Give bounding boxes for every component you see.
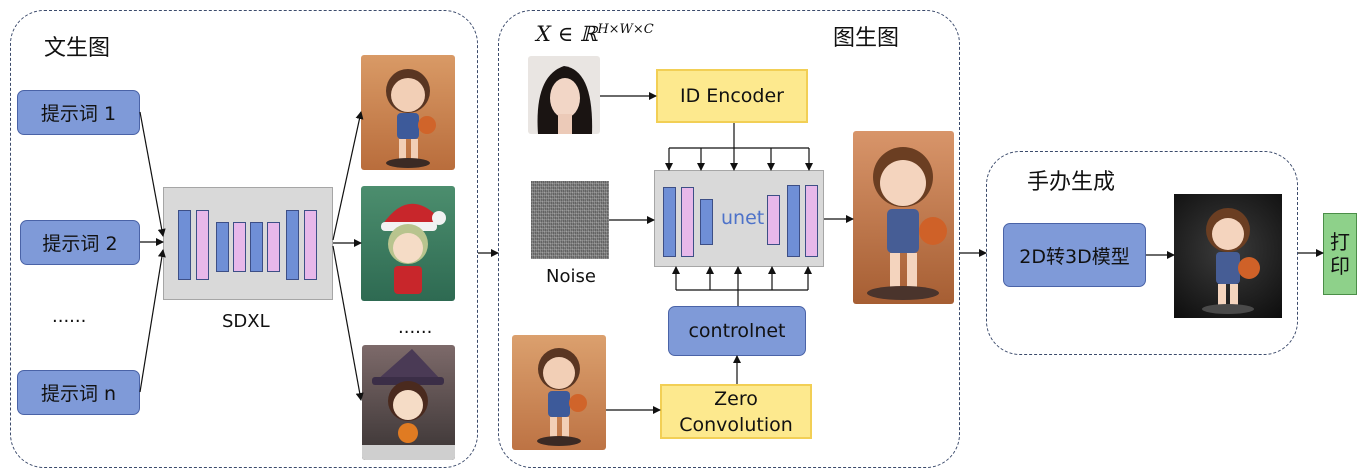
sdxl-network (163, 187, 333, 300)
pose-image (512, 335, 606, 450)
unet-layer (681, 187, 694, 257)
unet-network: unet (654, 170, 824, 267)
face-photo-icon (537, 66, 593, 134)
formula-sup: H×W×C (597, 22, 654, 37)
controlnet-box[interactable]: controlnet (668, 306, 806, 356)
generated-image-1 (361, 55, 455, 170)
id-photo (528, 56, 600, 134)
formula-lead: X ∈ ℝ (536, 22, 598, 46)
figure-3d-image (1174, 194, 1282, 318)
sdxl-layer (196, 210, 209, 280)
output-ellipsis: ...... (398, 317, 433, 338)
figure-gen-title: 手办生成 (1027, 170, 1116, 195)
unet-layer (663, 187, 676, 257)
sdxl-layer (267, 222, 280, 272)
unet-layer (767, 195, 780, 245)
generated-image-2 (361, 186, 455, 301)
unet-layer (805, 185, 818, 257)
id-encoder-box[interactable]: ID Encoder (656, 69, 808, 123)
unet-layer (787, 185, 800, 257)
witch-chibi-icon (362, 349, 455, 460)
sdxl-layer (286, 210, 299, 280)
text2img-panel (10, 10, 478, 468)
sdxl-layer (250, 222, 263, 272)
input-formula: X ∈ ℝH×W×C (536, 22, 654, 46)
prompt-box-n[interactable]: 提示词 n (17, 370, 140, 415)
sdxl-layer (304, 210, 317, 280)
print-label: 打印 (1330, 230, 1350, 278)
sdxl-layer (216, 222, 229, 272)
noise-label: Noise (546, 266, 596, 287)
noise-image (531, 181, 609, 259)
basketball-figure-icon (867, 147, 947, 300)
zero-convolution-box[interactable]: Zero Convolution (660, 384, 812, 439)
converter-2d-to-3d-box[interactable]: 2D转3D模型 (1003, 223, 1146, 287)
print-box[interactable]: 打印 (1323, 213, 1357, 295)
sdxl-layer (233, 222, 246, 272)
prompt-box-1[interactable]: 提示词 1 (17, 90, 140, 135)
text2img-title: 文生图 (44, 36, 111, 61)
prompt-ellipsis: ...... (52, 306, 87, 327)
generated-image-n (362, 345, 455, 460)
unet-label: unet (721, 207, 765, 229)
chibi-figure-icon (386, 69, 436, 168)
img2img-panel (498, 10, 960, 468)
pose-figure-icon (537, 348, 587, 446)
3d-figure-icon (1202, 208, 1260, 314)
sdxl-label: SDXL (222, 311, 270, 332)
prompt-box-2[interactable]: 提示词 2 (20, 220, 140, 265)
sdxl-layer (178, 210, 191, 280)
santa-chibi-icon (381, 203, 446, 294)
img2img-title: 图生图 (833, 26, 900, 51)
unet-layer (700, 199, 713, 245)
img2img-output (853, 131, 954, 304)
